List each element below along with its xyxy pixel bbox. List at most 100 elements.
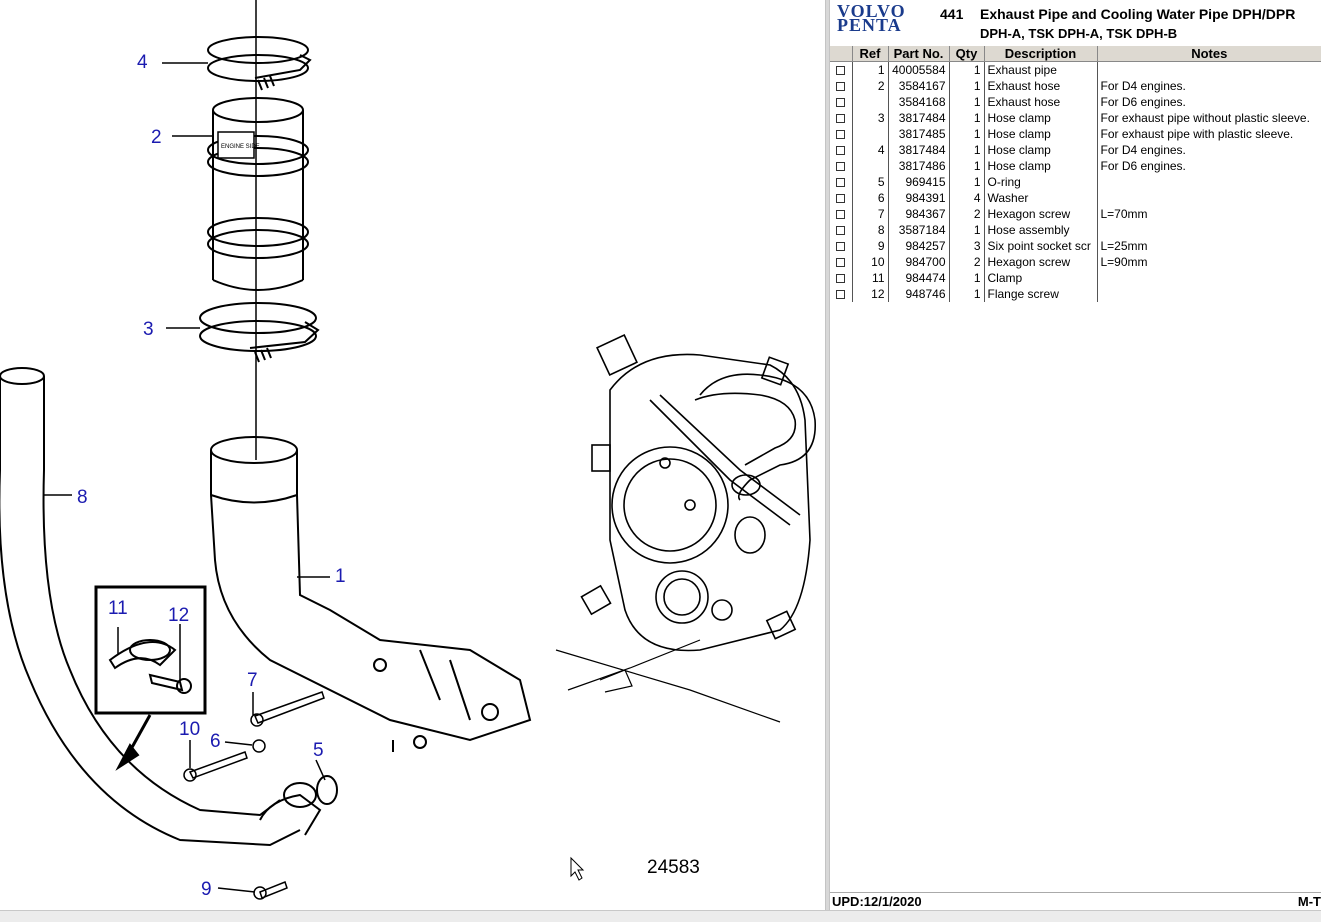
section-title: Exhaust Pipe and Cooling Water Pipe DPH/… — [980, 6, 1296, 22]
cell-notes: For D6 engines. — [1096, 94, 1321, 110]
column-header-description[interactable]: Description — [983, 46, 1097, 62]
column-header-part-no[interactable]: Part No. — [887, 46, 949, 62]
column-header-notes[interactable]: Notes — [1096, 46, 1321, 62]
checkbox-icon[interactable] — [836, 258, 846, 268]
row-checkbox[interactable] — [830, 110, 852, 126]
checkbox-icon[interactable] — [836, 274, 846, 284]
row-checkbox[interactable] — [830, 158, 852, 174]
cell-description: Hose clamp — [983, 142, 1097, 158]
cell-notes: For exhaust pipe with plastic sleeve. — [1096, 126, 1321, 142]
engine-block — [580, 334, 816, 652]
cell-part-no: 984367 — [887, 206, 949, 222]
checkbox-icon[interactable] — [836, 66, 846, 76]
table-header-row: Ref Part No. Qty Description Notes — [830, 46, 1321, 62]
cell-qty: 1 — [948, 286, 984, 302]
row-checkbox[interactable] — [830, 126, 852, 142]
pane-splitter[interactable] — [825, 0, 830, 910]
row-checkbox[interactable] — [830, 142, 852, 158]
cell-part-no: 984391 — [887, 190, 949, 206]
cell-qty: 2 — [948, 206, 984, 222]
row-checkbox[interactable] — [830, 174, 852, 190]
cell-notes — [1096, 61, 1321, 78]
row-checkbox[interactable] — [830, 94, 852, 110]
row-checkbox[interactable] — [830, 222, 852, 238]
checkbox-icon[interactable] — [836, 130, 846, 140]
row-checkbox[interactable] — [830, 190, 852, 206]
callout-10: 10 — [179, 719, 200, 740]
row-checkbox[interactable] — [830, 78, 852, 94]
checkbox-icon[interactable] — [836, 242, 846, 252]
row-checkbox[interactable] — [830, 270, 852, 286]
checkbox-icon[interactable] — [836, 114, 846, 124]
cell-part-no: 3817484 — [887, 142, 949, 158]
cell-description: Hexagon screw — [983, 206, 1097, 222]
cell-description: Washer — [983, 190, 1097, 206]
column-header-select — [830, 46, 852, 62]
cell-notes: L=25mm — [1096, 238, 1321, 254]
row-checkbox[interactable] — [830, 238, 852, 254]
volvo-penta-logo: VOLVO PENTA — [837, 1, 906, 35]
column-header-ref[interactable]: Ref — [851, 46, 888, 62]
status-bar: UPD:12/1/2020 M-T — [830, 892, 1321, 911]
illustration-number: 24583 — [647, 857, 700, 878]
row-checkbox[interactable] — [830, 254, 852, 270]
callout-7: 7 — [247, 670, 258, 691]
screws — [183, 691, 325, 900]
cell-description: Hose clamp — [983, 110, 1097, 126]
checkbox-icon[interactable] — [836, 82, 846, 92]
callout-1: 1 — [335, 566, 346, 587]
cell-qty: 1 — [948, 222, 984, 238]
cell-part-no: 984474 — [887, 270, 949, 286]
section-number: 441 — [940, 6, 964, 22]
cell-ref: 3 — [851, 110, 888, 126]
horizontal-scrollbar[interactable] — [0, 910, 1321, 922]
checkbox-icon[interactable] — [836, 98, 846, 108]
exploded-diagram-pane[interactable]: ENGINE SIDE 4 2 3 1 8 11 12 7 10 6 5 9 2… — [0, 0, 825, 910]
cell-part-no: 40005584 — [887, 61, 949, 78]
checkbox-icon[interactable] — [836, 226, 846, 236]
cell-ref: 12 — [851, 286, 888, 302]
cell-part-no: 948746 — [887, 286, 949, 302]
cell-qty: 2 — [948, 254, 984, 270]
checkbox-icon[interactable] — [836, 290, 846, 300]
callout-4: 4 — [137, 52, 148, 73]
checkbox-icon[interactable] — [836, 210, 846, 220]
cell-notes — [1096, 190, 1321, 206]
cell-ref: 1 — [851, 61, 888, 78]
checkbox-icon[interactable] — [836, 178, 846, 188]
cell-ref: 10 — [851, 254, 888, 270]
cell-description: Exhaust hose — [983, 94, 1097, 110]
cell-ref: 8 — [851, 222, 888, 238]
column-header-qty[interactable]: Qty — [948, 46, 984, 62]
update-date: UPD:12/1/2020 — [832, 894, 922, 909]
cell-qty: 1 — [948, 142, 984, 158]
cell-notes: L=90mm — [1096, 254, 1321, 270]
cell-ref: 6 — [851, 190, 888, 206]
row-checkbox[interactable] — [830, 206, 852, 222]
cell-part-no: 3817484 — [887, 110, 949, 126]
row-checkbox[interactable] — [830, 62, 852, 79]
checkbox-icon[interactable] — [836, 162, 846, 172]
row-checkbox[interactable] — [830, 286, 852, 302]
cell-ref: 9 — [851, 238, 888, 254]
cell-qty: 3 — [948, 238, 984, 254]
checkbox-icon[interactable] — [836, 146, 846, 156]
checkbox-icon[interactable] — [836, 194, 846, 204]
cell-description: Hose clamp — [983, 126, 1097, 142]
